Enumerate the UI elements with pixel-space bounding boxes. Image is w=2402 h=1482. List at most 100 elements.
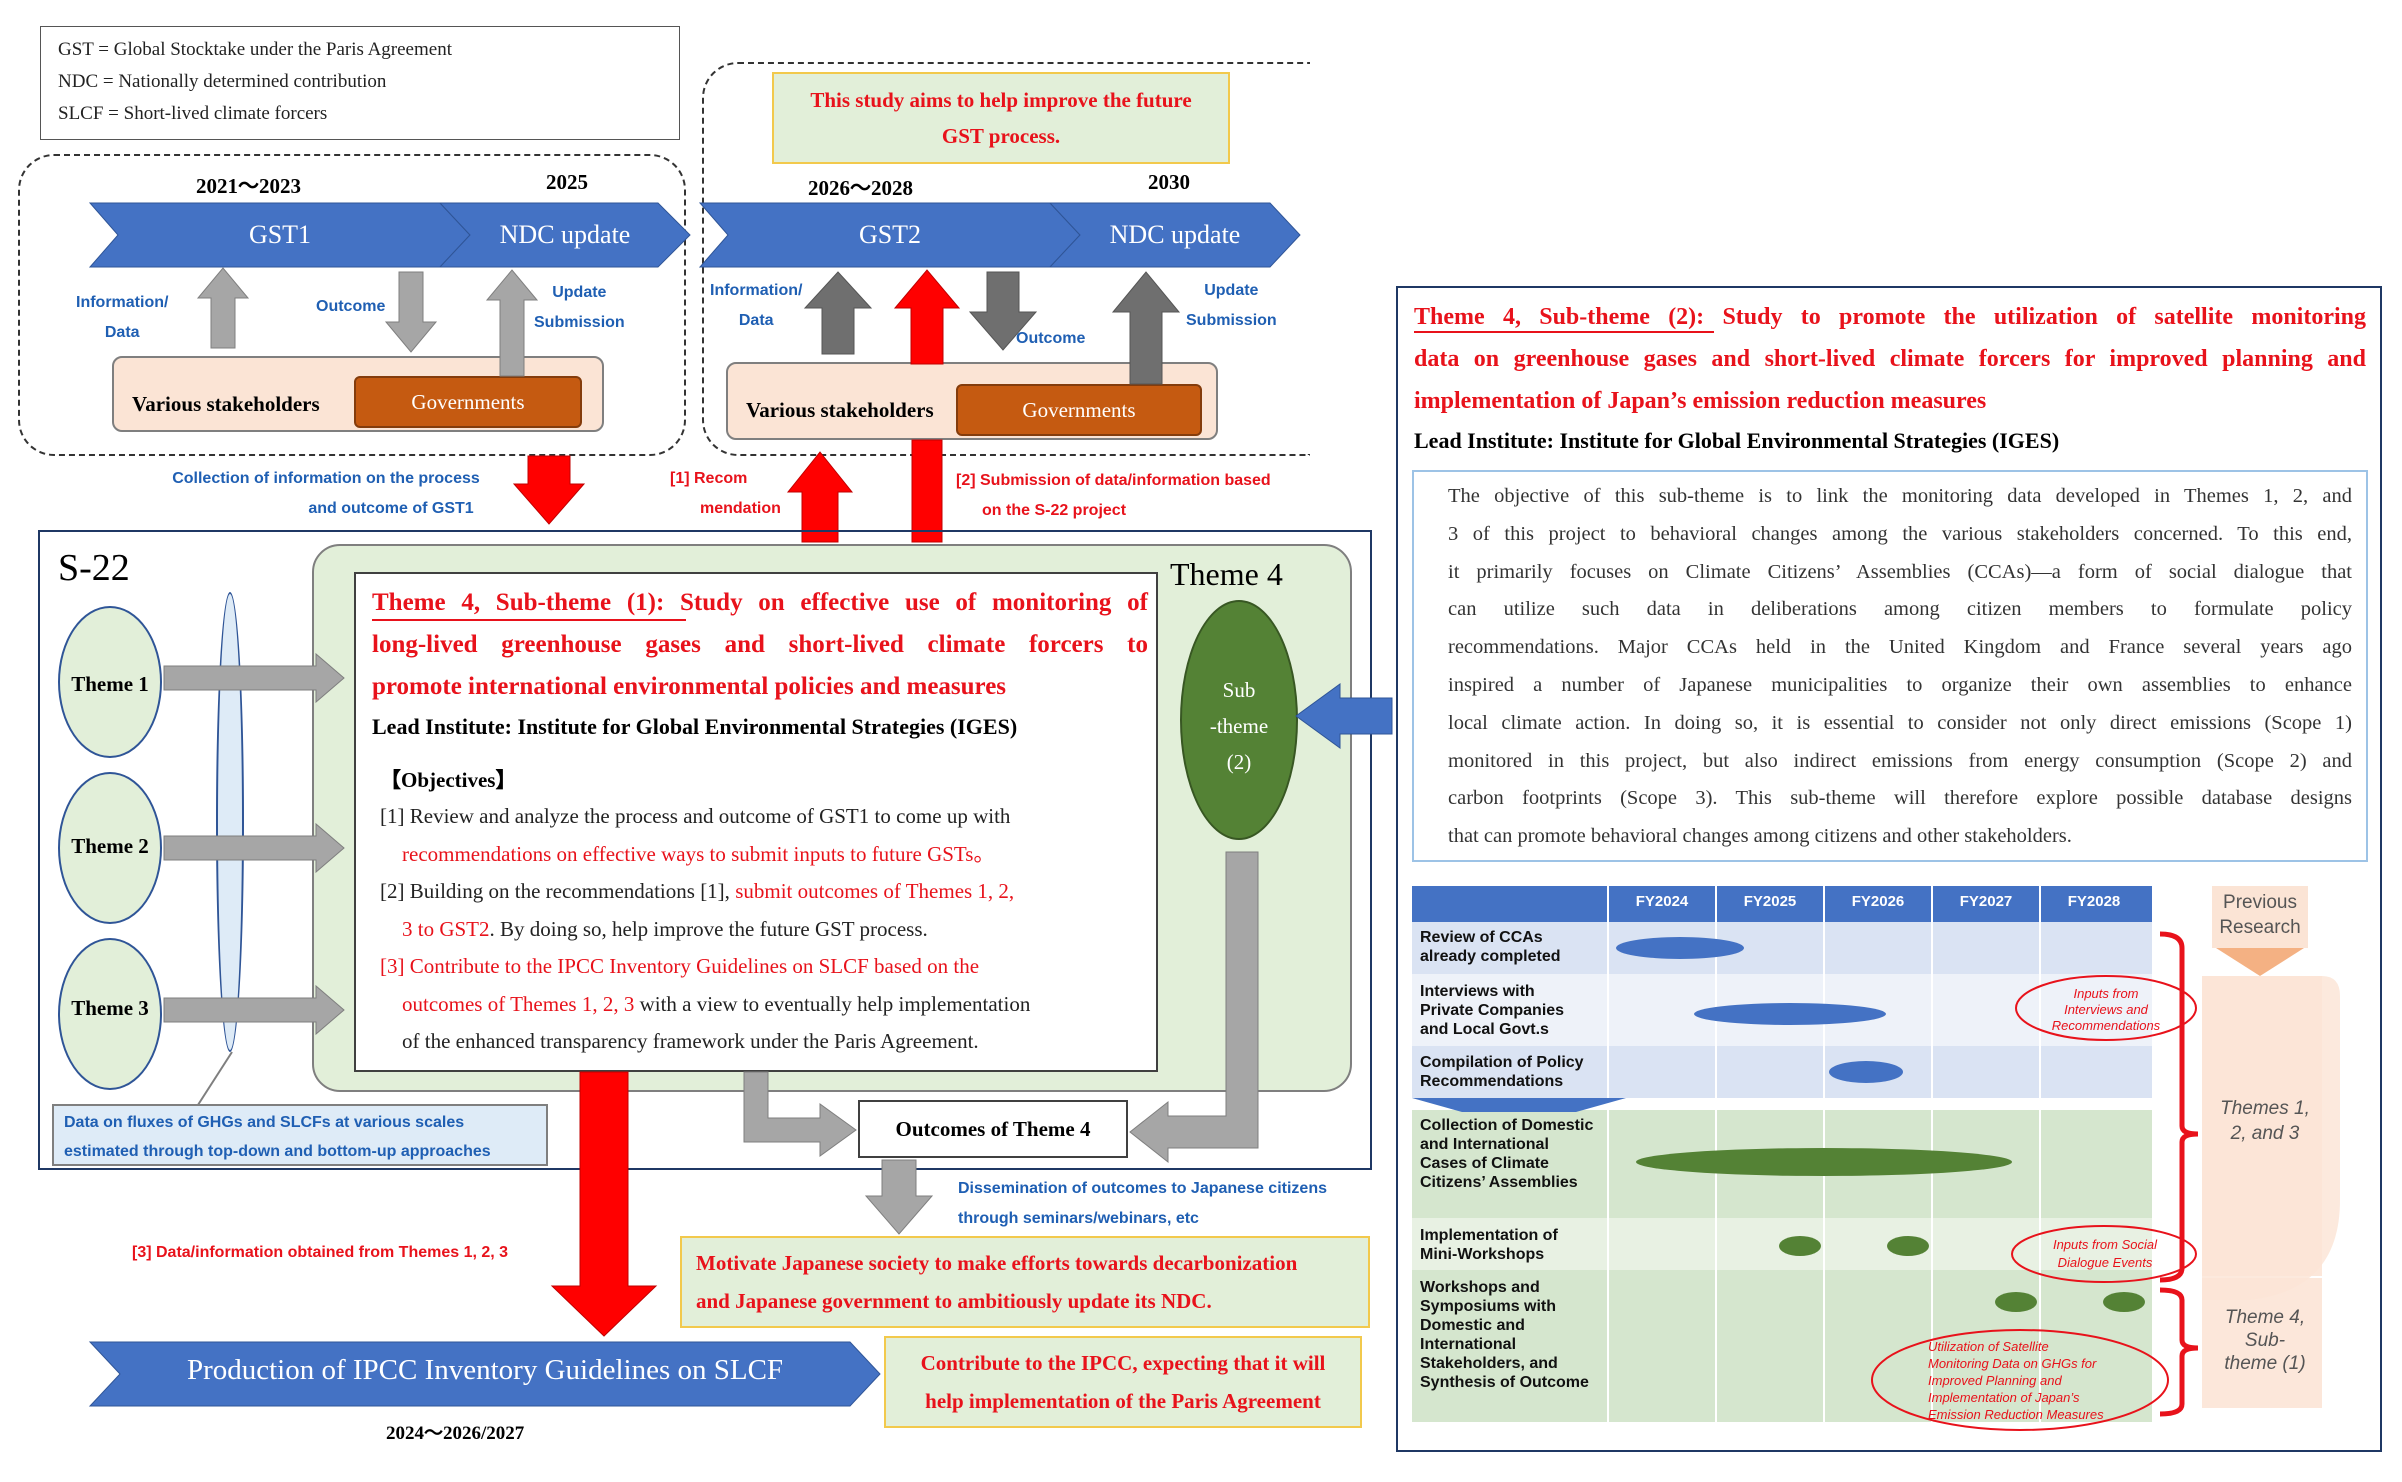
subtheme1-lead: Lead Institute: Institute for Global Env… — [372, 714, 1018, 739]
themes123-bracket — [2159, 931, 2199, 1283]
gantt-label-collection: Collection of Domestic and International… — [1420, 1117, 1594, 1191]
inputs-interviews-line1: Inputs from — [2073, 986, 2139, 1001]
gantt-year-fy2028: FY2028 — [2067, 893, 2121, 910]
obj2-a-black: [2] Building on the recommendations [1], — [380, 879, 736, 903]
subtheme2-link-arrow — [1295, 683, 1393, 749]
theme4sub-line3: theme (1) — [2224, 1353, 2306, 1374]
inputs-interviews-label: Inputs from Interviews and Recommendatio… — [2026, 986, 2186, 1034]
year-2021-2023: 2021～2023 — [196, 174, 301, 198]
gantt-row-3 — [1412, 1046, 2152, 1098]
theme1-oval — [58, 606, 162, 758]
bar-mini-workshop-1 — [1779, 1236, 1821, 1256]
ipcc-years: 2024～2026/2027 — [386, 1423, 525, 1444]
desc-line-2: 3 of this project to behavioral changes … — [1448, 522, 2352, 545]
s22-title: S-22 — [58, 547, 130, 589]
recommendation-label-line1: [1] Recom — [670, 470, 748, 487]
submission-label: [2] Submission of data/information based… — [956, 466, 1271, 526]
submission-label-line2: on the S-22 project — [982, 502, 1127, 519]
gantt-transition-arrow — [1412, 1098, 1626, 1112]
themes123-label: Themes 1, 2, and 3 — [2210, 1096, 2320, 1146]
update-up-arrow-right — [1111, 271, 1181, 385]
motivate-box: Motivate Japanese society to make effort… — [680, 1236, 1370, 1328]
subtheme2-panel — [1396, 286, 2382, 1452]
desc-line-9: carbon footprints (Scope 3). This sub-th… — [1448, 787, 2352, 810]
previous-research-arrow — [2216, 948, 2304, 976]
bar-compilation — [1829, 1061, 1903, 1083]
ipcc-banner-label: Production of IPCC Inventory Guidelines … — [186, 1354, 784, 1386]
gantt-label-review: Review of CCAs already completed — [1420, 929, 1561, 965]
update-right-line1: Update — [1204, 282, 1259, 299]
collection-label-line1: Collection of information on the process — [172, 470, 480, 487]
desc-line-10: that can promote behavioral changes amon… — [1448, 825, 2072, 848]
previous-research-box — [2212, 886, 2308, 948]
theme2-arrow — [163, 822, 345, 874]
gantt-label-symposiums: Workshops and Symposiums with Domestic a… — [1420, 1279, 1589, 1391]
gst1-dashed-group — [18, 154, 686, 456]
theme4-title: Theme 4 — [1170, 556, 1283, 592]
utilization-ellipse — [1871, 1329, 2169, 1431]
data-note-pointer — [195, 1051, 233, 1109]
subtheme1-to-outcomes-arrow — [743, 1071, 857, 1157]
obj3-line-c: of the enhanced transparency framework u… — [402, 1029, 979, 1053]
obj2-b-red: 3 to GST2 — [402, 916, 490, 941]
data-note-line1: Data on fluxes of GHGs and SLCFs at vari… — [64, 1114, 465, 1131]
subtheme2-title-line1: Theme 4, Sub-theme (2): Study to promote… — [1414, 304, 2366, 330]
bar-review-ccas — [1616, 937, 1744, 959]
update-submission-left: Update Submission — [534, 278, 625, 338]
gantt-year-fy2026: FY2026 — [1851, 893, 1905, 910]
collection-label-line2: and outcome of GST1 — [308, 500, 474, 517]
info-data-left-line2: Data — [104, 324, 140, 341]
ipcc-chevron — [88, 1341, 881, 1407]
governments-left: Governments — [354, 376, 582, 428]
subtheme1-title-line2: long-lived greenhouse gases and short-li… — [372, 631, 1148, 658]
sub-line2: -theme — [1209, 714, 1269, 738]
theme2-label: Theme 2 — [71, 834, 149, 858]
subtheme2-title: Theme 4, Sub-theme (2): Study to promote… — [1414, 296, 2366, 422]
motivate-line1: Motivate Japanese society to make effort… — [696, 1251, 1298, 1275]
update-submission-right: Update Submission — [1186, 276, 1277, 336]
utilization-line5: Emission Reduction Measures — [1928, 1407, 2104, 1422]
recommendation-up-arrow — [786, 451, 854, 543]
collection-down-arrow — [512, 455, 586, 525]
theme4-bracket — [2159, 1287, 2199, 1417]
inputs-social-line2: Dialogue Events — [2057, 1255, 2153, 1270]
gst2-dashed-group — [702, 62, 1310, 456]
subtheme1-title-line3: promote international environmental poli… — [372, 673, 1007, 700]
legend-ndc: NDC = Nationally determined contribution — [58, 71, 387, 92]
subtheme1-title: Theme 4, Sub-theme (1): Study on effecti… — [372, 582, 1148, 708]
info-data-left-line1: Information/ — [76, 294, 169, 311]
data-flux-note: Data on fluxes of GHGs and SLCFs at vari… — [52, 1104, 548, 1166]
gst2-label: GST2 — [858, 220, 922, 249]
bar-symposium-1 — [1995, 1292, 2037, 1312]
motivate-line2: and Japanese government to ambitiously u… — [696, 1289, 1212, 1313]
theme4sub-line1: Theme 4, — [2224, 1307, 2306, 1328]
legend-gst: GST = Global Stocktake under the Paris A… — [58, 39, 452, 60]
year-2026-2028: 2026～2028 — [808, 176, 913, 200]
stakeholders-right-label: Various stakeholders — [746, 398, 934, 422]
update-left-line2: Submission — [534, 314, 625, 331]
utilization-label: Utilization of Satellite Monitoring Data… — [1928, 1338, 2128, 1423]
inputs-interviews-ellipse — [2015, 975, 2197, 1041]
subtheme2-oval — [1180, 600, 1298, 840]
theme1-arrow — [163, 652, 345, 704]
gantt-label-mini-workshops: Implementation of Mini-Workshops — [1420, 1227, 1558, 1263]
obj1-line-a: [1] Review and analyze the process and o… — [380, 804, 1011, 828]
outcome-left: Outcome — [316, 298, 386, 315]
recommendation-label: [1] Recom mendation — [670, 464, 781, 524]
inputs-social-label: Inputs from Social Dialogue Events — [2020, 1236, 2190, 1272]
objectives-heading: 【Objectives】 — [380, 768, 517, 792]
dissemination-down-arrow — [864, 1159, 934, 1235]
info-up-arrow-left — [196, 267, 250, 349]
inputs-social-ellipse — [2011, 1225, 2197, 1283]
subtheme2-oval-label: Sub -theme (2) — [1180, 672, 1298, 780]
year-2030: 2030 — [1148, 170, 1190, 194]
aim-note-line2: GST process. — [941, 124, 1061, 148]
utilization-line4: Implementation of Japan’s — [1928, 1390, 2080, 1405]
subtheme2-to-outcomes-arrow — [1129, 851, 1259, 1164]
submission-up-shaft — [911, 439, 943, 543]
